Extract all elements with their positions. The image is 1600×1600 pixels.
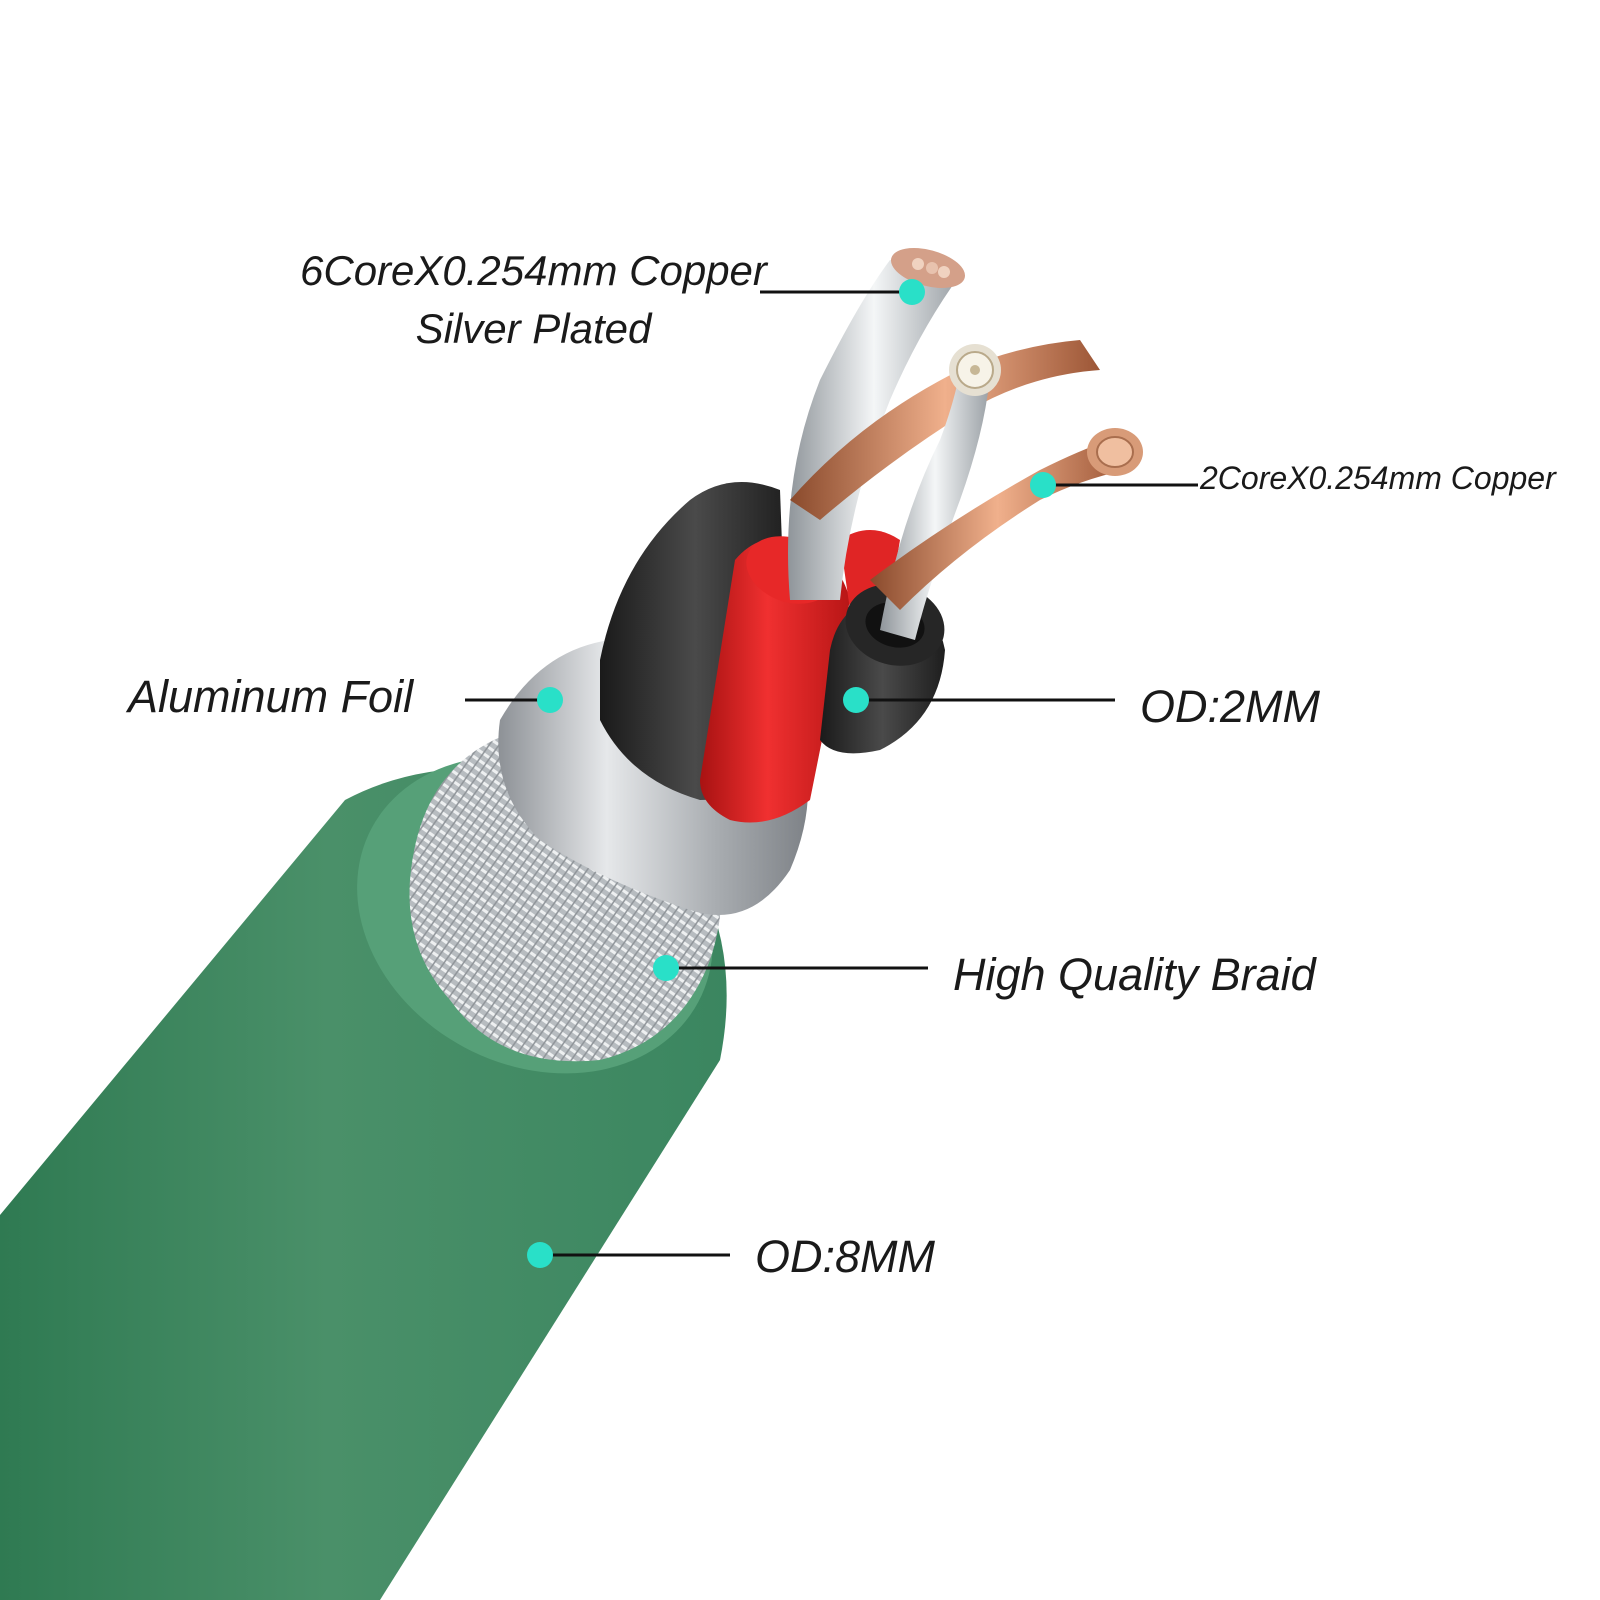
label-2core-copper: 2CoreX0.254mm Copper [1200,460,1556,496]
red-core [700,537,850,823]
marker-dot-braid [653,955,679,981]
label-aluminum-foil: Aluminum Foil [128,671,414,722]
copper-wire-rear [790,340,1100,520]
leader-lines [465,290,1198,1257]
label-outer-od: OD:8MM [755,1231,935,1282]
copper-wire-right [870,440,1125,610]
label-silver-plated-copper: 6CoreX0.254mm Copper Silver Plated [300,242,767,358]
marker-dot-od8 [527,1242,553,1268]
copper-wire-end-cap [1087,428,1143,476]
marker-dot-od2 [843,687,869,713]
label-inner-od: OD:2MM [1140,681,1320,732]
label-silver-plated-copper-line1: 6CoreX0.254mm Copper [300,247,767,294]
marker-dot-silver-copper [899,279,925,305]
marker-dot-foil [537,687,563,713]
silver-wire-end-cap [949,344,1001,396]
silver-wire-tip [891,248,965,288]
label-silver-plated-copper-line2: Silver Plated [415,305,652,352]
marker-dot-2core [1030,472,1056,498]
marker-dots [527,279,1056,1268]
label-braid: High Quality Braid [953,949,1316,1000]
